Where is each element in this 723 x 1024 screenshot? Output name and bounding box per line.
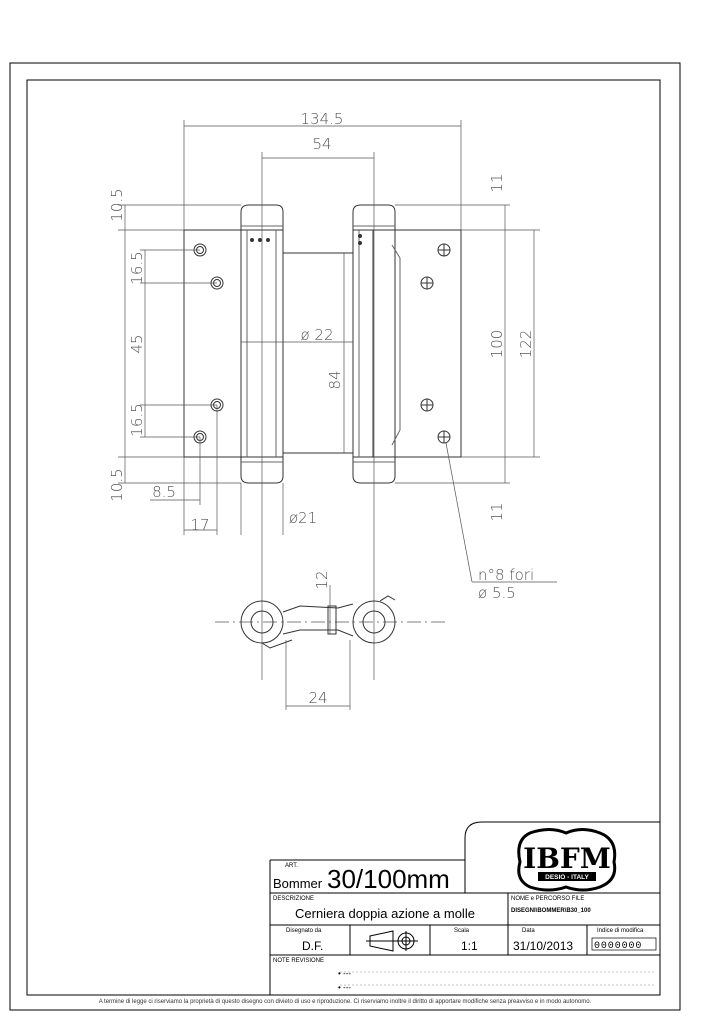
plan-right-knuckle [352, 600, 396, 644]
holes-note-count: n°8 fori [478, 566, 534, 584]
left-knuckle-bottom [240, 457, 284, 484]
revision-index-label: Indice di modifica [597, 928, 644, 934]
legal-footer: A termine di legge ci riserviamo la prop… [99, 999, 592, 1005]
revision-index-boxes [591, 937, 657, 951]
file-path: DISEGNI\BOMMER\B30_100 [511, 908, 591, 914]
ibfm-logo: IBFM DESIO - ITALY [517, 828, 617, 892]
dim-thickness: 12 [313, 570, 331, 589]
art-size: 30/100mm [327, 864, 450, 894]
file-label: NOME e PERCORSO FILE [511, 896, 584, 902]
dim-hole-pitch-x: 17 [190, 516, 209, 534]
dim-total-height: 122 [517, 330, 535, 359]
note-1: • --- [338, 969, 351, 978]
description-label: DESCRIZIONE [273, 896, 314, 902]
right-leaf-bend [391, 244, 401, 446]
dim-knuckle-diameter: ø21 [289, 509, 317, 527]
right-knuckle-bottom [352, 457, 396, 484]
logo-name: IBFM [523, 842, 611, 875]
right-leaf [372, 229, 462, 458]
holes-note-diameter: ø 5.5 [478, 584, 516, 602]
dim-knuckle-top: 11 [488, 173, 506, 192]
dim-edge-offset: 8.5 [152, 483, 176, 501]
notes-label: NOTE REVISIONE [273, 958, 324, 964]
dim-hole-offset-bottom: 16.5 [128, 403, 146, 436]
scale-value: 1:1 [461, 939, 478, 953]
art-name: Bommer [273, 876, 323, 891]
logo-badge [517, 828, 617, 892]
dim-top-margin: 10.5 [108, 188, 126, 221]
dim-leaf-height: 100 [488, 330, 506, 359]
revision-index-value: 0000000 [594, 941, 642, 952]
dim-knuckle-bottom: 11 [488, 502, 506, 521]
front-view [183, 204, 462, 484]
dim-barrel-diameter: ø 22 [300, 326, 333, 344]
date-value: 31/10/2013 [513, 939, 573, 953]
dim-axis-distance: 24 [308, 689, 327, 707]
dim-pin-spacing: 54 [312, 135, 331, 153]
right-leaf-holes [420, 243, 451, 444]
drawn-by: D.F. [302, 939, 323, 953]
scale-label: Scala [454, 928, 470, 934]
inner-border [26, 79, 661, 996]
drawn-by-label: Disegnato da [286, 928, 322, 934]
dim-overall-width: 134.5 [301, 110, 344, 128]
dimension-lines [118, 120, 557, 680]
dim-bottom-margin: 10.5 [108, 468, 126, 501]
spring-body [282, 252, 354, 454]
dim-hole-offset-top: 16.5 [128, 251, 146, 284]
note-2: • --- [338, 983, 351, 992]
title-block [269, 821, 660, 995]
outer-border [9, 62, 681, 1011]
left-leaf-holes [193, 243, 224, 444]
plan-spring-link [282, 603, 354, 613]
right-knuckle-top [352, 204, 396, 230]
description-text: Cerniera doppia azione a molle [295, 906, 475, 921]
date-label: Data [522, 928, 535, 934]
art-label: ART. [285, 863, 298, 869]
left-knuckle-top [240, 204, 284, 230]
logo-subtitle: DESIO - ITALY [545, 874, 589, 881]
dim-barrel-length: 84 [326, 370, 344, 389]
plan-view [215, 585, 448, 710]
projection-symbol-icon [366, 930, 418, 952]
left-leaf [183, 229, 242, 458]
dim-hole-spacing: 45 [128, 334, 146, 353]
